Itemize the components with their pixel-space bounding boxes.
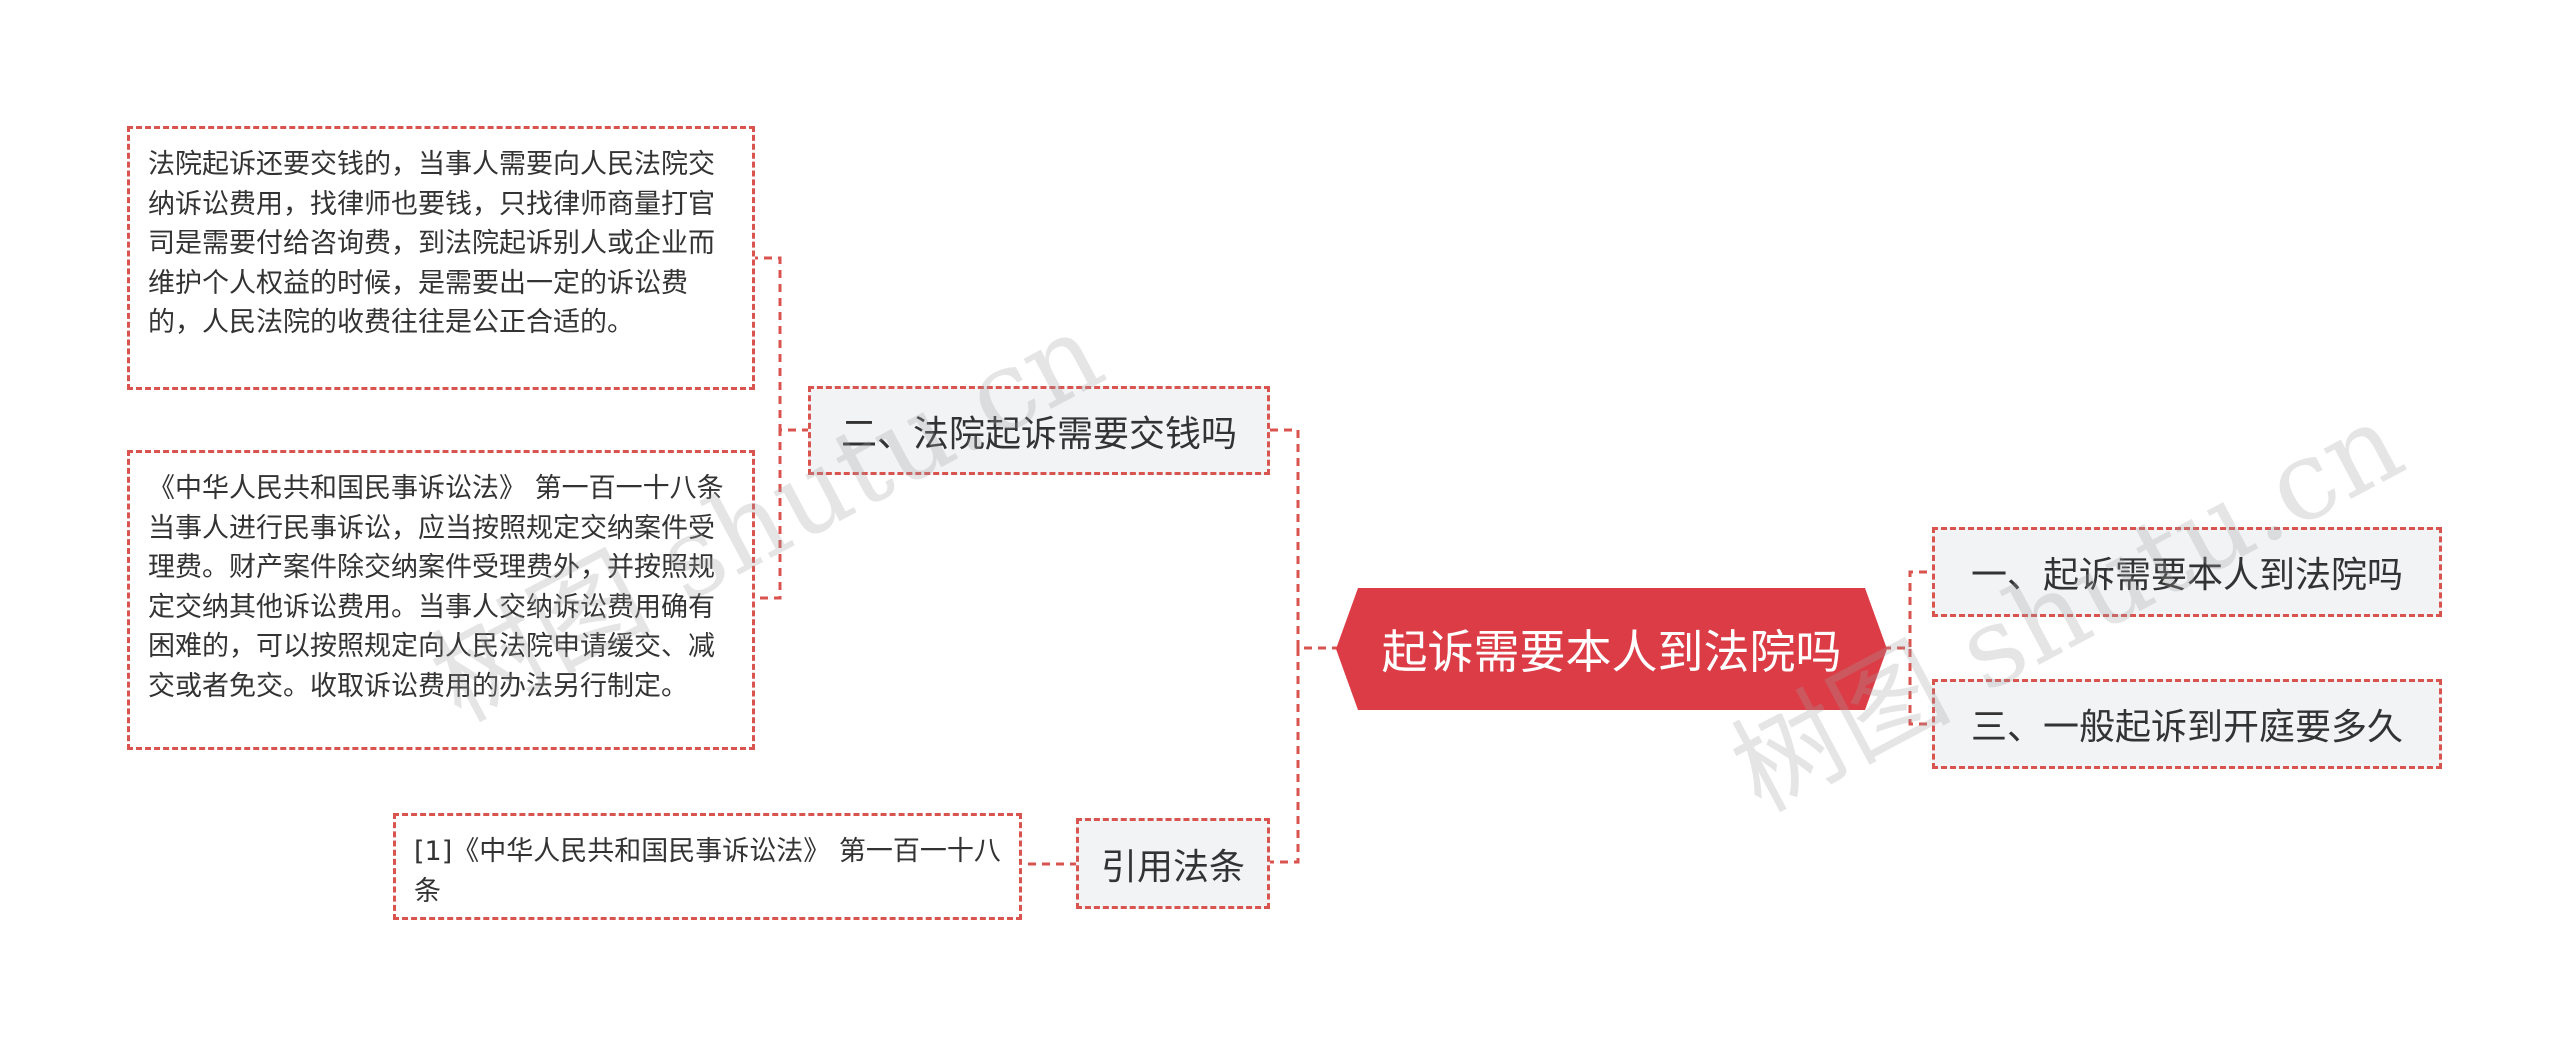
branch-in-person-label: 一、起诉需要本人到法院吗	[1970, 555, 2403, 596]
branch-cited-law-label: 引用法条	[1100, 846, 1245, 888]
branch-trial-timing-topic[interactable]: 三、一般起诉到开庭要多久	[1932, 679, 2442, 769]
root-topic[interactable]: 起诉需要本人到法院吗	[1336, 588, 1887, 710]
root-hexagon-shape	[1336, 588, 1887, 710]
fees-explanation-note: 法院起诉还要交钱的，当事人需要向人民法院交纳诉讼费用，找律师也要钱，只找律师商量…	[127, 126, 755, 390]
article-118-text: 《中华人民共和国民事诉讼法》 第一百一十八条当事人进行民事诉讼，应当按照规定交纳…	[148, 473, 724, 702]
connector-root-in-person	[1883, 570, 1935, 650]
citation-reference-text: [1]《中华人民共和国民事诉讼法》 第一百一十八条	[414, 836, 1001, 907]
connector-root-citation	[1262, 646, 1340, 864]
branch-cited-law-topic[interactable]: 引用法条	[1076, 818, 1270, 909]
connector-fees-leaf-1	[752, 256, 810, 432]
connector-fees-leaf-2	[752, 428, 810, 600]
branch-in-person-topic[interactable]: 一、起诉需要本人到法院吗	[1932, 527, 2442, 617]
fees-explanation-text: 法院起诉还要交钱的，当事人需要向人民法院交纳诉讼费用，找律师也要钱，只找律师商量…	[148, 149, 715, 338]
branch-court-fees-label: 二、法院起诉需要交钱吗	[840, 413, 1237, 455]
connector-root-timing	[1883, 646, 1935, 726]
connector-root-fees	[1262, 428, 1340, 650]
root-topic-label: 起诉需要本人到法院吗	[1381, 625, 1842, 679]
civil-procedure-article-118-note: 《中华人民共和国民事诉讼法》 第一百一十八条当事人进行民事诉讼，应当按照规定交纳…	[127, 450, 755, 750]
branch-court-fees-topic[interactable]: 二、法院起诉需要交钱吗	[808, 386, 1270, 475]
branch-trial-timing-label: 三、一般起诉到开庭要多久	[1970, 707, 2403, 748]
citation-reference-note: [1]《中华人民共和国民事诉讼法》 第一百一十八条	[393, 813, 1022, 920]
